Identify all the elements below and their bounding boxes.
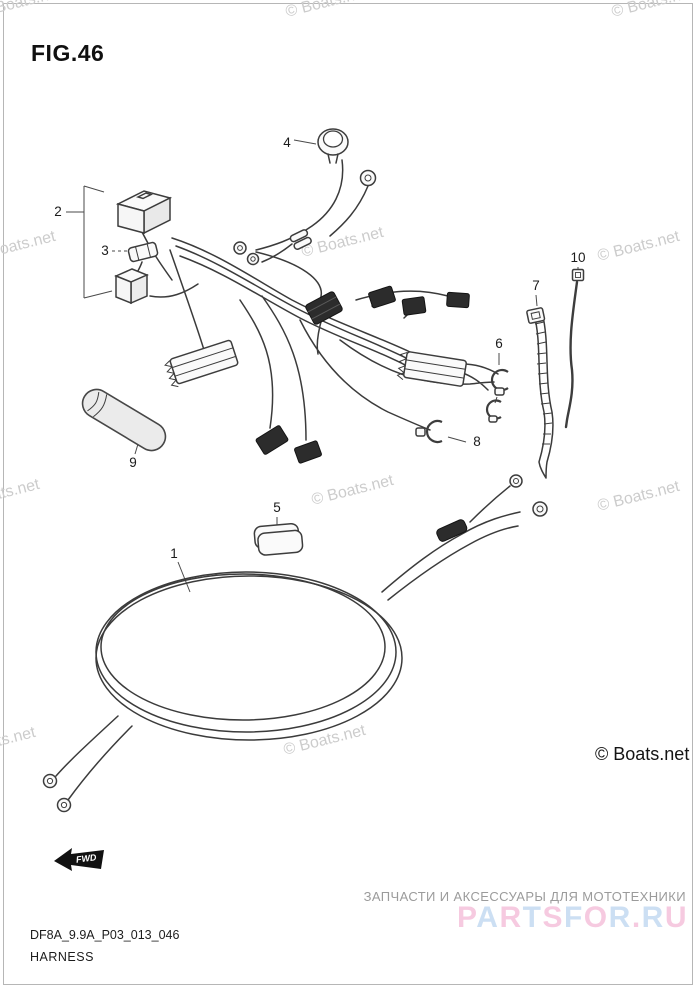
connector-small xyxy=(255,425,289,455)
part-label-3: 3 xyxy=(101,243,109,258)
cap-part xyxy=(317,128,377,187)
connector-small xyxy=(294,440,322,464)
part-label-5: 5 xyxy=(273,500,281,515)
part-label-2: 2 xyxy=(54,204,62,219)
part-label-6: 6 xyxy=(495,336,503,351)
figure-label: FIG.46 xyxy=(31,40,105,66)
wire-harness-coil xyxy=(42,474,548,813)
partsfor-logo: PARTSFOR.RU xyxy=(456,901,688,934)
part-label-10: 10 xyxy=(570,250,585,265)
part-label-8: 8 xyxy=(473,434,481,449)
rubber-cap-part xyxy=(253,522,304,556)
multipin-connector xyxy=(396,351,467,387)
connector-small xyxy=(401,296,427,316)
connector-small xyxy=(368,285,396,309)
terminal-cluster xyxy=(233,229,312,266)
fwd-label: FWD xyxy=(75,852,97,864)
part-label-1: 1 xyxy=(170,546,178,561)
part-name: HARNESS xyxy=(30,950,94,964)
part-label-7: 7 xyxy=(532,278,540,293)
part-code: DF8A_9.9A_P03_013_046 xyxy=(30,928,180,942)
tube-part xyxy=(81,388,167,452)
strap-part xyxy=(526,307,554,479)
part-label-9: 9 xyxy=(129,455,137,470)
relay-part xyxy=(115,190,173,235)
part-label-4: 4 xyxy=(283,135,291,150)
watermark-dark: © Boats.net xyxy=(595,744,690,764)
clamp-part-8 xyxy=(415,419,443,444)
footer-tagline: ЗАПЧАСТИ И АКСЕССУАРЫ ДЛЯ МОТОТЕХНИКИ xyxy=(363,889,686,904)
clamp-part-6 xyxy=(485,368,509,423)
connector-block xyxy=(305,291,343,325)
harness-diagram: 4 2 3 9 1 5 8 6 7 10 xyxy=(42,128,586,813)
leader-lines xyxy=(66,139,579,593)
multipin-connector xyxy=(164,339,239,388)
fuse-part xyxy=(114,241,159,305)
cable-tie-part xyxy=(564,268,585,429)
fwd-arrow: FWD xyxy=(54,848,104,871)
connector-small xyxy=(446,291,470,309)
